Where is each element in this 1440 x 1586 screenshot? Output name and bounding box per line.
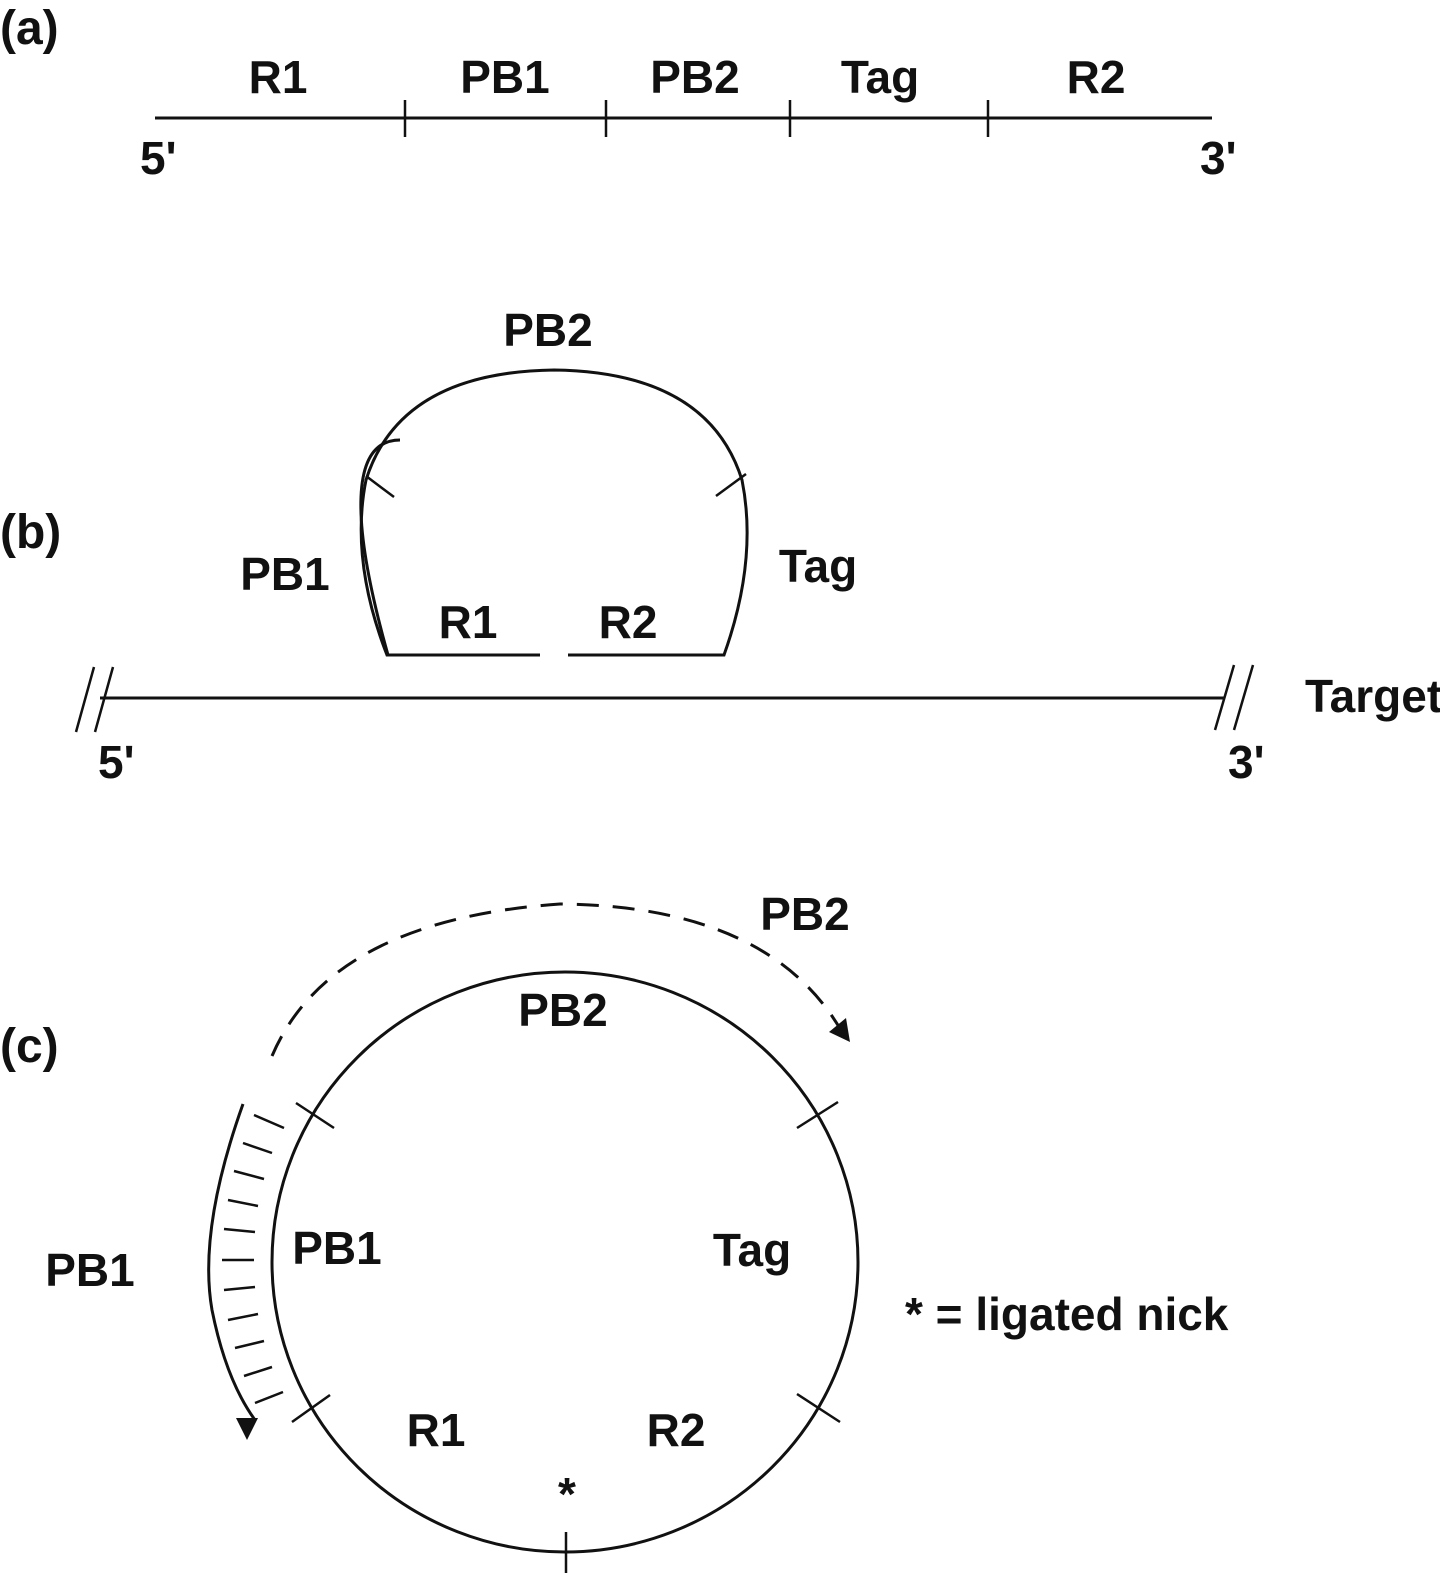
panel-b-label: (b) (0, 506, 61, 559)
pb1-extension-arc (207, 1103, 257, 1421)
five-prime-label: 5' (98, 736, 135, 788)
loop-label-r1: R1 (439, 596, 498, 648)
loop-label-pb2: PB2 (503, 304, 592, 356)
break-mark-left (93, 666, 115, 733)
junction-tick (715, 472, 747, 498)
outer-label-pb2: PB2 (760, 888, 849, 940)
panel-b: (b) PB2 PB1 Tag R1 R2 Target 5' 3' (0, 304, 1440, 788)
junction-tick (291, 1393, 331, 1424)
pb1-arrowhead-icon (236, 1418, 258, 1440)
junction-tick (796, 1100, 839, 1130)
segment-label-pb2: PB2 (650, 51, 739, 103)
pb2-arrowhead-icon (829, 1018, 850, 1042)
panel-c-label: (c) (0, 1020, 59, 1073)
panel-c: (c) PB2 PB2 PB1 Ta (0, 888, 1229, 1573)
three-prime-label: 3' (1228, 736, 1265, 788)
segment-label-r1: R1 (249, 51, 308, 103)
junction-tick (796, 1392, 841, 1424)
pb2-extension-arc (270, 902, 844, 1057)
nick-marker-asterisk: * (558, 1468, 576, 1520)
five-prime-label: 5' (140, 132, 177, 184)
junction-tick (295, 1101, 335, 1130)
segment-label-pb1: PB1 (460, 51, 549, 103)
inner-label-tag: Tag (713, 1224, 791, 1276)
break-mark-right (1213, 664, 1236, 731)
outer-label-pb1: PB1 (45, 1244, 134, 1296)
loop-label-pb1: PB1 (240, 548, 329, 600)
inner-label-pb1: PB1 (292, 1222, 381, 1274)
loop-label-r2: R2 (599, 596, 658, 648)
segment-label-tag: Tag (841, 51, 919, 103)
inner-label-pb2: PB2 (518, 984, 607, 1036)
segment-label-r2: R2 (1067, 51, 1126, 103)
panel-a-label: (a) (0, 2, 59, 55)
junction-tick (365, 475, 395, 498)
break-mark-left (74, 666, 96, 733)
inner-label-r2: R2 (647, 1404, 706, 1456)
panel-a: (a) R1 PB1 PB2 Tag R2 5' 3' (0, 2, 1237, 184)
loop-label-tag: Tag (779, 540, 857, 592)
target-label: Target (1305, 670, 1440, 722)
hybridized-probe-loop (359, 368, 749, 657)
break-mark-right (1232, 664, 1255, 731)
three-prime-label: 3' (1200, 132, 1237, 184)
ligated-nick-legend: * = ligated nick (905, 1288, 1229, 1340)
inner-label-r1: R1 (407, 1404, 466, 1456)
pb1-hatch-marks (222, 1113, 285, 1405)
